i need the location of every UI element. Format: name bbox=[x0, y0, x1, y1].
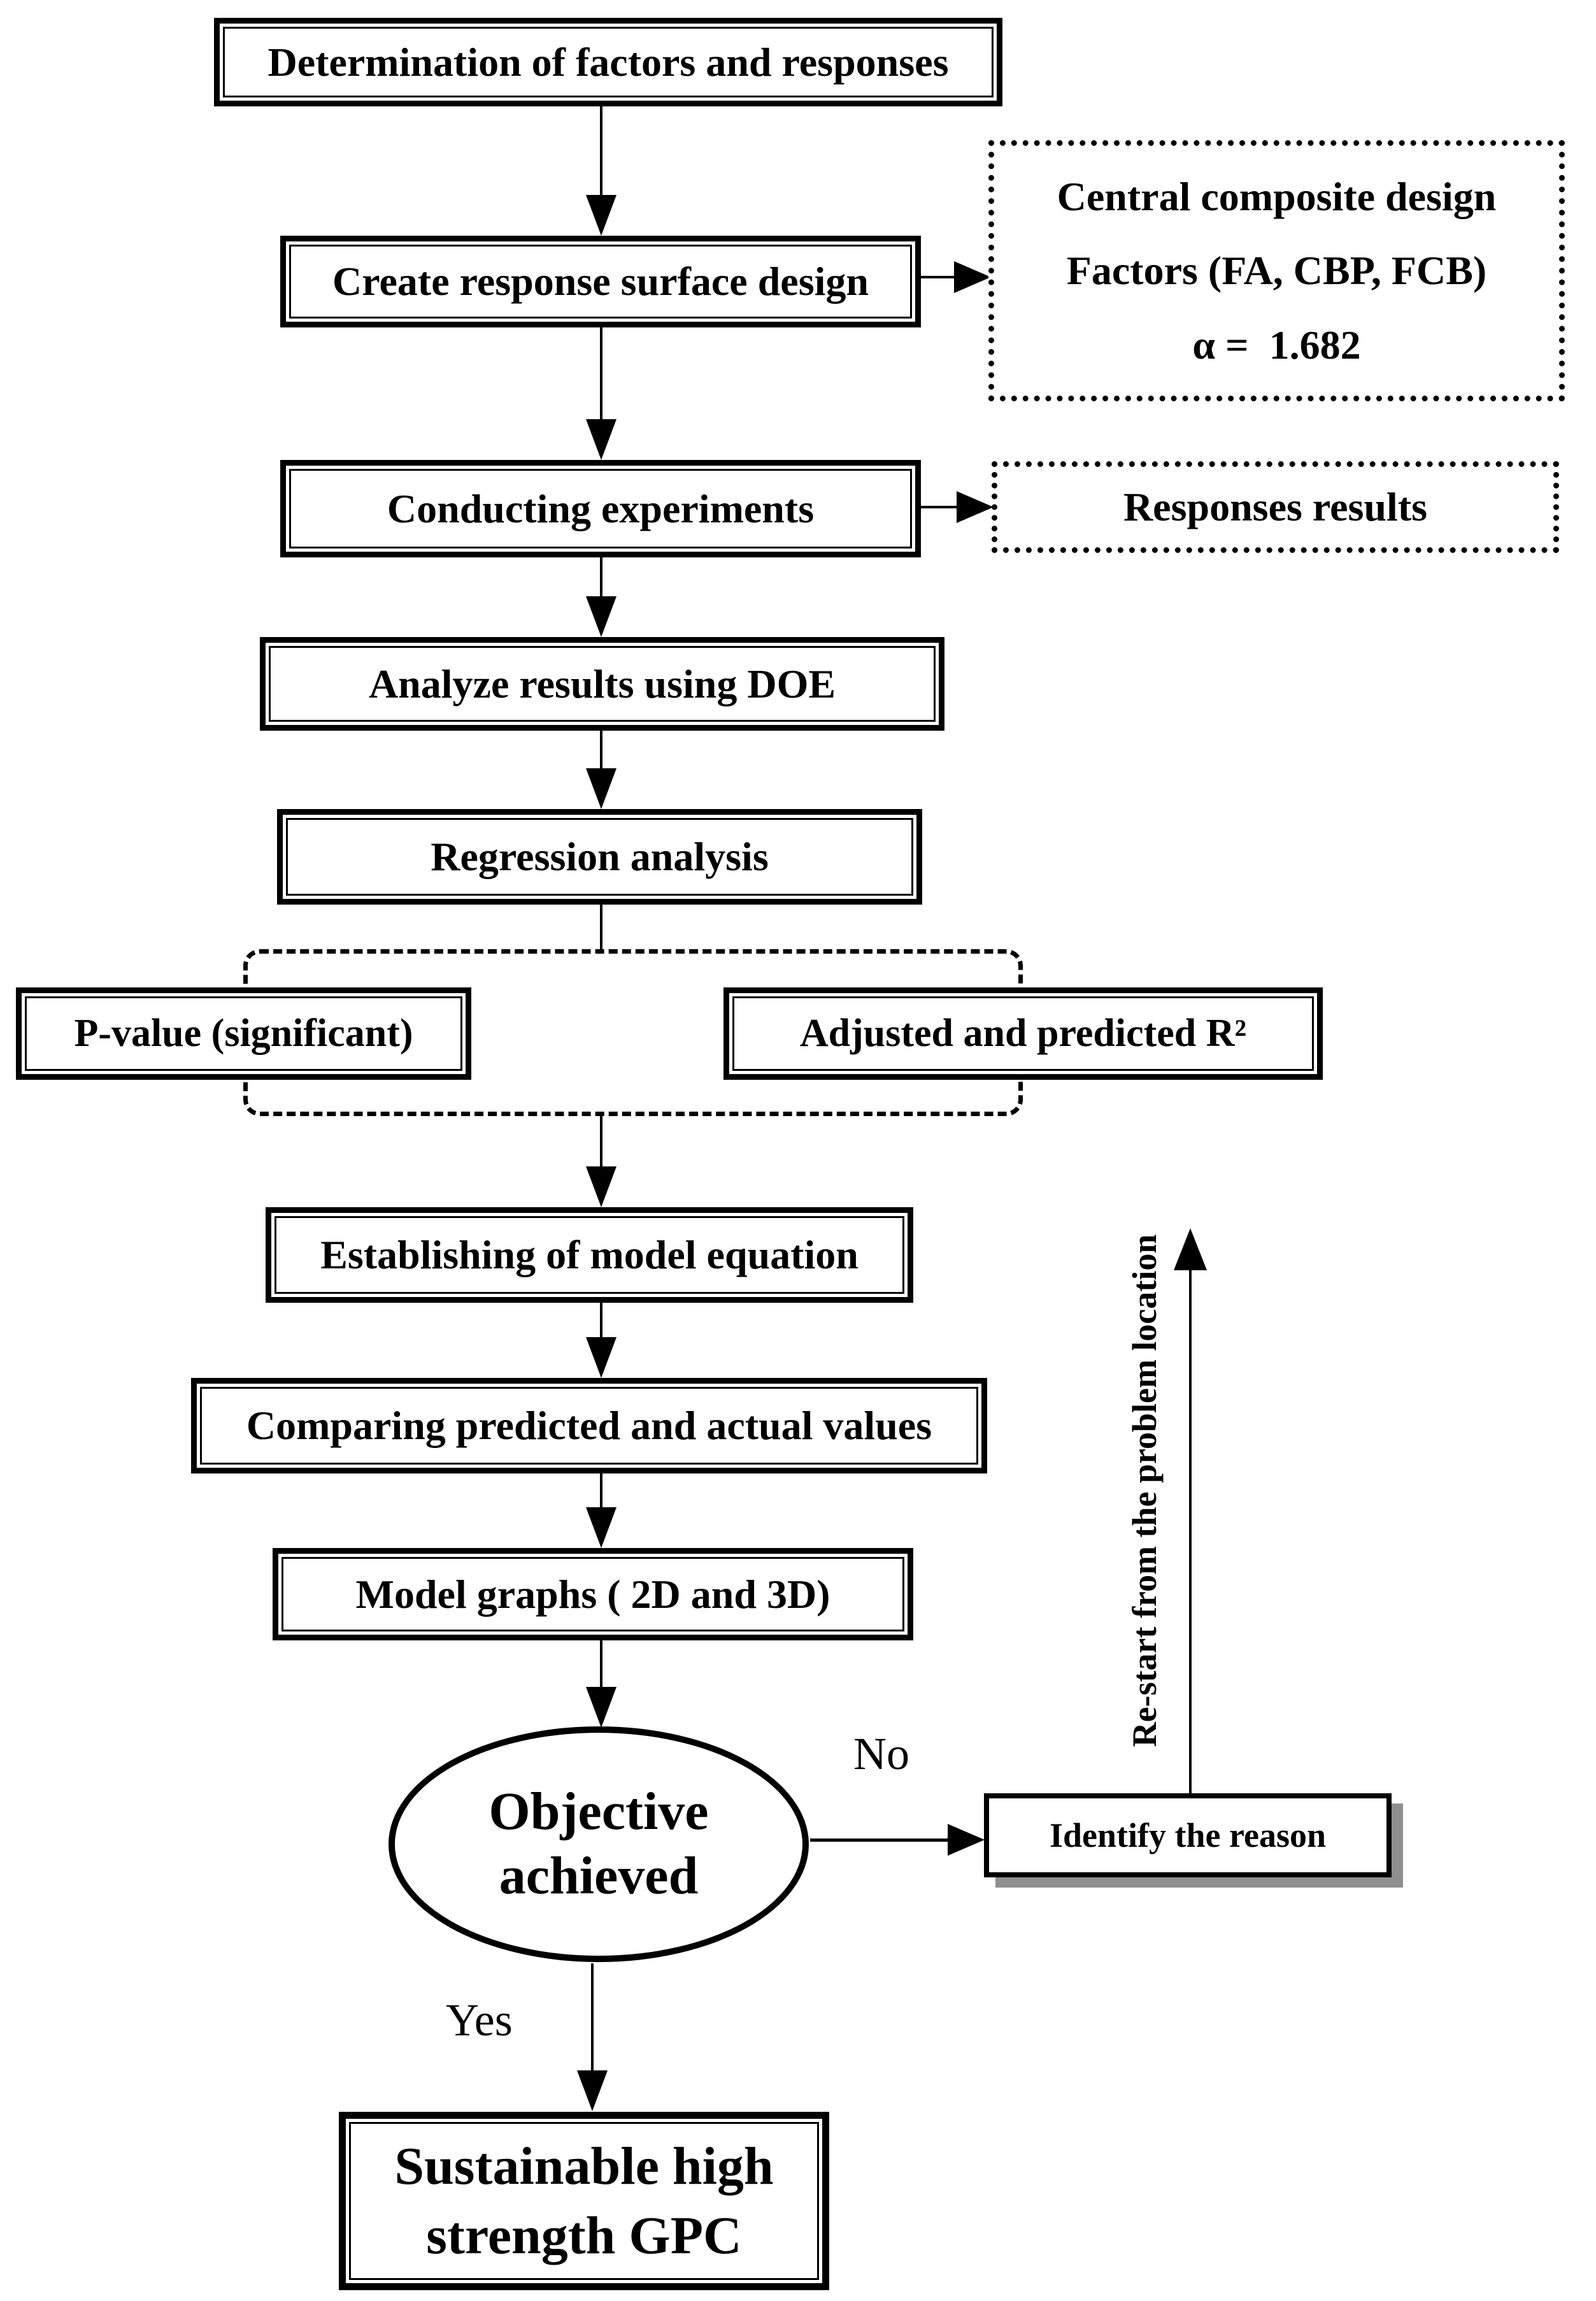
arrow-down-4-shaft bbox=[600, 731, 602, 770]
box-identify-reason: Identify the reason bbox=[984, 1793, 1392, 1877]
box-create-design-label: Create response surface design bbox=[332, 259, 869, 305]
arrow-right-1-head bbox=[954, 261, 991, 293]
box-conducting: Conducting experiments bbox=[280, 460, 921, 557]
box-central-composite-design: Central composite design Factors (FA, CB… bbox=[988, 140, 1565, 401]
decision-line-1: Objective bbox=[488, 1782, 709, 1842]
box-comparing: Comparing predicted and actual values bbox=[191, 1378, 987, 1473]
edge-label-restart: Re-start from the problem location bbox=[1125, 1234, 1164, 1747]
arrow-restart-shaft bbox=[1189, 1269, 1192, 1793]
arrow-right-2-shaft bbox=[921, 506, 959, 508]
arrow-down-2-shaft bbox=[600, 327, 602, 420]
arrow-down-7-shaft bbox=[600, 1473, 602, 1509]
final-line-1: Sustainable high bbox=[394, 2136, 774, 2196]
arrow-down-1-head bbox=[586, 195, 616, 236]
final-line-2: strength GPC bbox=[426, 2206, 742, 2265]
box-establishing: Establishing of model equation bbox=[266, 1207, 913, 1303]
box-regression: Regression analysis bbox=[277, 809, 922, 905]
ccd-line-2: Factors (FA, CBP, FCB) bbox=[1066, 248, 1487, 294]
arrow-down-1-shaft bbox=[600, 106, 602, 196]
box-model-graphs-label: Model graphs ( 2D and 3D) bbox=[355, 1571, 830, 1617]
box-identify-reason-label: Identify the reason bbox=[1049, 1816, 1326, 1854]
box-p-value-label: P-value (significant) bbox=[74, 1011, 413, 1055]
arrow-right-2-head bbox=[957, 491, 994, 523]
arrow-down-2-head bbox=[586, 419, 616, 460]
arrow-no-head bbox=[948, 1824, 985, 1856]
arrow-down-9-shaft bbox=[591, 1963, 594, 2072]
arrow-down-5-shaft bbox=[600, 1116, 602, 1168]
box-final-gpc: Sustainable high strength GPC bbox=[339, 2112, 829, 2290]
box-analyze-label: Analyze results using DOE bbox=[368, 661, 836, 706]
edge-label-yes: Yes bbox=[446, 1995, 513, 2046]
box-determination: Determination of factors and responses bbox=[214, 18, 1002, 106]
arrow-down-6-shaft bbox=[600, 1303, 602, 1338]
box-r-squared: Adjusted and predicted R² bbox=[723, 987, 1323, 1080]
connector-regression-shaft bbox=[600, 905, 602, 950]
arrow-down-5-head bbox=[586, 1166, 616, 1207]
decision-line-2: achieved bbox=[499, 1846, 699, 1905]
box-model-graphs: Model graphs ( 2D and 3D) bbox=[273, 1548, 913, 1640]
arrow-down-7-head bbox=[586, 1507, 616, 1548]
box-r-squared-label: Adjusted and predicted R² bbox=[799, 1011, 1247, 1055]
edge-label-no: No bbox=[853, 1728, 909, 1779]
box-responses-results: Responses results bbox=[992, 461, 1559, 553]
arrow-no-shaft bbox=[810, 1839, 951, 1842]
box-create-design: Create response surface design bbox=[280, 236, 921, 327]
decision-objective-achieved: Objective achieved bbox=[388, 1726, 809, 1962]
box-p-value: P-value (significant) bbox=[16, 987, 471, 1080]
arrow-down-3-shaft bbox=[600, 557, 602, 598]
arrow-right-1-shaft bbox=[921, 276, 957, 278]
box-conducting-label: Conducting experiments bbox=[387, 485, 815, 531]
box-regression-label: Regression analysis bbox=[431, 834, 769, 880]
box-analyze: Analyze results using DOE bbox=[260, 637, 944, 731]
arrow-down-4-head bbox=[586, 768, 616, 809]
arrow-down-6-head bbox=[586, 1337, 616, 1378]
box-comparing-label: Comparing predicted and actual values bbox=[246, 1403, 932, 1449]
arrow-down-3-head bbox=[586, 596, 616, 637]
arrow-down-8-head bbox=[586, 1687, 616, 1728]
ccd-line-3: α = 1.682 bbox=[1192, 322, 1361, 368]
box-establishing-label: Establishing of model equation bbox=[320, 1232, 859, 1278]
box-responses-results-label: Responses results bbox=[1123, 484, 1428, 530]
ccd-line-1: Central composite design bbox=[1057, 173, 1497, 219]
box-determination-label: Determination of factors and responses bbox=[267, 39, 949, 85]
arrow-down-9-head bbox=[577, 2070, 608, 2111]
arrow-down-8-shaft bbox=[600, 1640, 602, 1688]
arrow-restart-head bbox=[1174, 1228, 1207, 1270]
